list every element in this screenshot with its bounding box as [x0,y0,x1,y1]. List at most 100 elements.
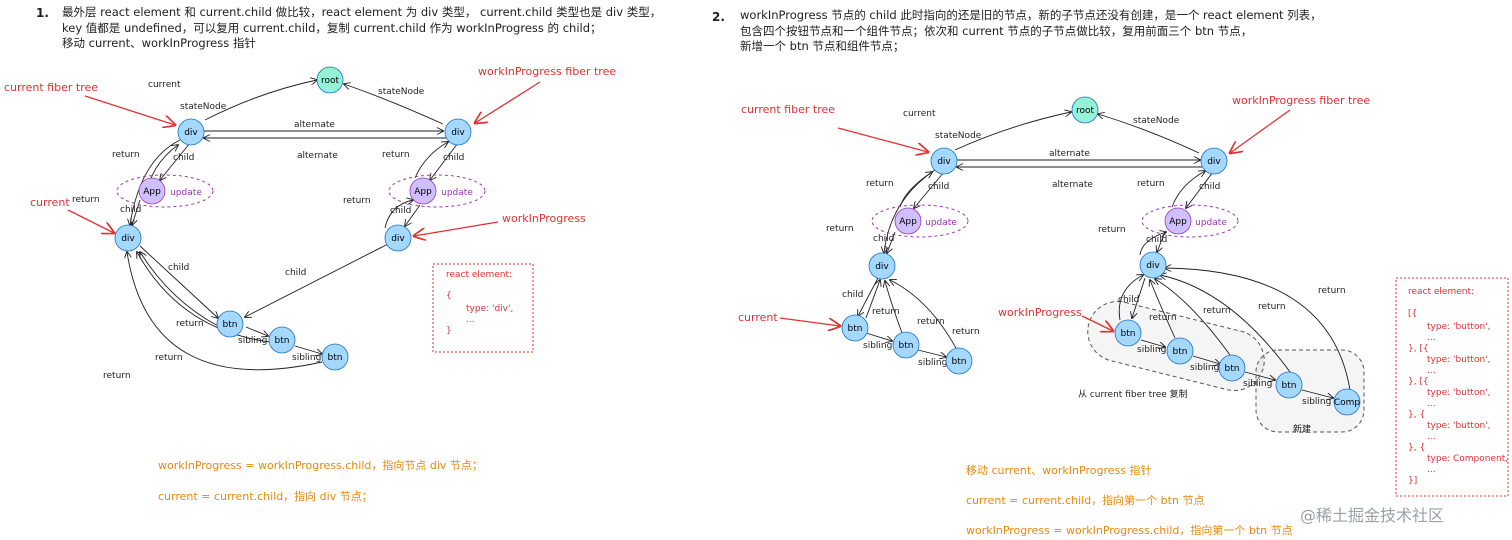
element-line: }, [{ [1408,377,1429,387]
node-label: App [1169,217,1187,227]
edge-label: sibling [1243,379,1272,389]
node-label: btn [848,324,863,334]
element-line: }, [{ [1408,344,1429,354]
node-label: div [451,128,465,138]
edge-label: sibling [1302,397,1331,407]
intro-line: key 值都是 undefined，可以复用 current.child，复制 … [62,20,602,35]
edge-label: child [285,268,306,278]
edge-label: stateNode [935,131,982,141]
edge-label: return [826,224,854,234]
left-edges [127,80,459,371]
node-label: root [1076,106,1095,116]
edge-label: return [103,371,131,381]
edge-label: child [173,153,194,163]
comp-node [1333,388,1361,416]
edge-label: alternate [294,120,335,130]
note-wip-2: workInProgress = workInProgress.child，指向… [966,524,1293,537]
left-annotations: current fiber tree workInProgress fiber … [4,65,616,236]
element-line: type: 'div', [466,304,513,314]
node-label: btn [1282,381,1297,391]
edge-label: sibling [918,358,947,368]
element-line: }, { [1408,410,1425,420]
edge-label: stateNode [1133,116,1180,126]
intro-text-1: 最外层 react element 和 current.child 做比较，re… [62,5,661,52]
node-label: btn [275,336,290,346]
edge-label: child [928,182,949,192]
app-node [1164,207,1192,235]
edge-label: sibling [238,336,267,346]
btn-node [1166,337,1194,365]
edge-label: return [1203,306,1231,316]
update-label: update [441,188,473,198]
edge-label: child [873,234,894,244]
update-ring [116,174,214,208]
intro-line: 移动 current、workInProgress 指针 [62,36,256,50]
edge-label: sibling [863,341,892,351]
update-ring [1141,204,1239,238]
wip-label: workInProgress [502,212,586,225]
edge-label: return [176,319,204,329]
current-label: current [738,311,778,324]
element-line: react element: [1408,287,1474,297]
right-edges [858,112,1351,398]
edge-label: return [917,317,945,327]
edge-label: return [382,150,410,160]
div-node [1200,147,1228,175]
edge-label: return [872,307,900,317]
btn-node [1114,319,1142,347]
right-nodes: root div div App update App update div d… [841,96,1361,416]
div-node [930,147,958,175]
element-line: ... [1427,399,1436,409]
edge-label: child [443,153,464,163]
btn-node [1218,354,1246,382]
edge-label: stateNode [378,87,425,97]
edge-label: current [903,109,936,119]
wip-label: workInProgress [998,306,1082,319]
update-label: update [925,218,957,228]
intro-line: workInProgress 节点的 child 此时指向的还是旧的节点，新的子… [740,8,1322,22]
edge-label: alternate [297,151,338,161]
react-element-box [432,263,534,353]
node-label: div [1146,261,1160,271]
wip-tree-label: workInProgress fiber tree [1232,94,1370,107]
edge-label: child [1146,235,1167,245]
root-node [1071,96,1099,124]
edge-label: child [1118,295,1139,305]
btn-node [216,310,244,338]
element-line: ... [1427,366,1436,376]
update-label: update [1195,218,1227,228]
react-element-list-box [1395,277,1509,497]
edge-label: sibling [292,353,321,363]
node-label: btn [1173,347,1188,357]
new-group [1255,349,1365,433]
new-group-label: 新建 [1293,423,1311,435]
node-label: btn [223,320,238,330]
edge-label: alternate [1049,149,1090,159]
node-label: div [937,157,951,167]
current-tree-label: current fiber tree [4,81,98,94]
edge-label: return [72,195,100,205]
node-label: div [875,262,889,272]
element-line: type: 'button', [1427,388,1491,398]
edge-label: alternate [1052,180,1093,190]
node-label: div [391,234,405,244]
node-label: btn [1121,329,1136,339]
react-element-text: react element: { type: 'div', ... } [446,270,513,336]
element-line: [{ [1408,309,1417,319]
node-label: root [321,76,340,86]
intro-line: 包含四个按钮节点和一个组件节点；依次和 current 节点的子节点做比较，复用… [740,23,1253,38]
node-label: div [121,234,135,244]
element-line: ... [1427,465,1436,475]
element-line: type: 'button', [1427,322,1491,332]
node-label: App [899,217,917,227]
left-edge-labels: current stateNode stateNode alternate al… [72,80,464,381]
update-ring [871,204,969,238]
copied-group-label: 从 current fiber tree 复制 [1078,388,1188,400]
edge-label: current [148,80,181,90]
app-node [894,207,922,235]
edge-label: return [1149,313,1177,323]
note-wip-1: workInProgress = workInProgress.child，指向… [158,459,483,472]
node-label: div [184,128,198,138]
right-edge-labels: current stateNode stateNode alternate al… [826,109,1346,407]
element-line: } [446,326,452,336]
